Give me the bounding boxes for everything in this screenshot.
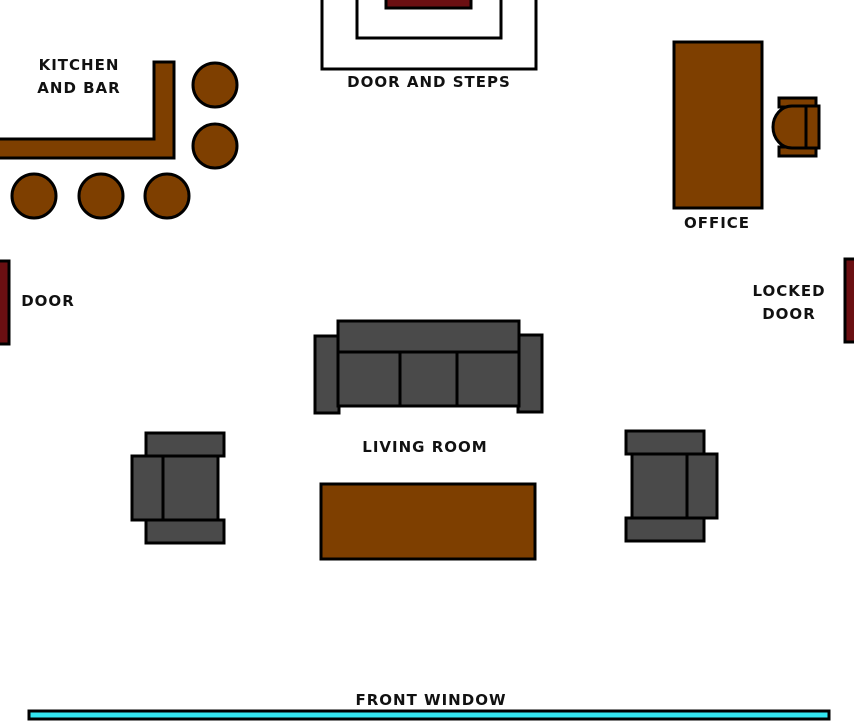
armchair-back bbox=[130, 454, 165, 522]
door-and-steps bbox=[320, 0, 538, 71]
door-and-steps-label: DOOR AND STEPS bbox=[347, 73, 511, 91]
kitchen-label: KITCHEN AND BAR bbox=[34, 54, 124, 100]
armchair-arm bbox=[144, 431, 226, 458]
bar-stool bbox=[191, 61, 239, 109]
entry-door[interactable] bbox=[384, 0, 473, 10]
armchair-right bbox=[624, 429, 719, 543]
armchair-arm bbox=[624, 429, 706, 456]
armchair-seat bbox=[161, 454, 220, 522]
front-window-label: FRONT WINDOW bbox=[355, 691, 507, 709]
sofa-cushion bbox=[336, 350, 402, 408]
armchair-seat bbox=[630, 452, 689, 520]
sofa-cushion bbox=[455, 350, 521, 408]
coffee-table bbox=[319, 482, 537, 561]
left-door[interactable] bbox=[0, 259, 11, 346]
sofa-arm-left bbox=[313, 334, 341, 415]
kitchen-label-line1: KITCHEN bbox=[38, 56, 120, 74]
locked-door-label-line1: LOCKED bbox=[752, 282, 826, 300]
door-label: DOOR bbox=[21, 292, 75, 310]
bar-stools bbox=[10, 61, 239, 220]
bar-stool bbox=[77, 172, 125, 220]
bar-stool bbox=[10, 172, 58, 220]
bar-stool bbox=[191, 122, 239, 170]
bar-stool bbox=[143, 172, 191, 220]
office-desk bbox=[672, 40, 764, 210]
locked-door[interactable] bbox=[843, 257, 854, 344]
kitchen-label-line2: AND BAR bbox=[37, 79, 121, 97]
sofa-back bbox=[336, 319, 521, 354]
office-chair-seat bbox=[771, 104, 808, 150]
office-chair bbox=[771, 96, 821, 158]
armchair-arm bbox=[624, 516, 706, 543]
front-window bbox=[27, 709, 831, 721]
sofa-arm-right bbox=[516, 333, 544, 414]
armchair-back bbox=[684, 452, 719, 520]
locked-door-label-line2: DOOR bbox=[762, 305, 816, 323]
armchair-left bbox=[130, 431, 226, 545]
office-label: OFFICE bbox=[683, 214, 751, 232]
living-room-label: LIVING ROOM bbox=[362, 438, 488, 456]
sofa bbox=[313, 319, 544, 415]
bar-counter bbox=[0, 60, 176, 160]
locked-door-label: LOCKED DOOR bbox=[742, 280, 836, 326]
office-chair-back bbox=[804, 104, 821, 150]
sofa-cushion bbox=[398, 350, 459, 408]
armchair-arm bbox=[144, 518, 226, 545]
